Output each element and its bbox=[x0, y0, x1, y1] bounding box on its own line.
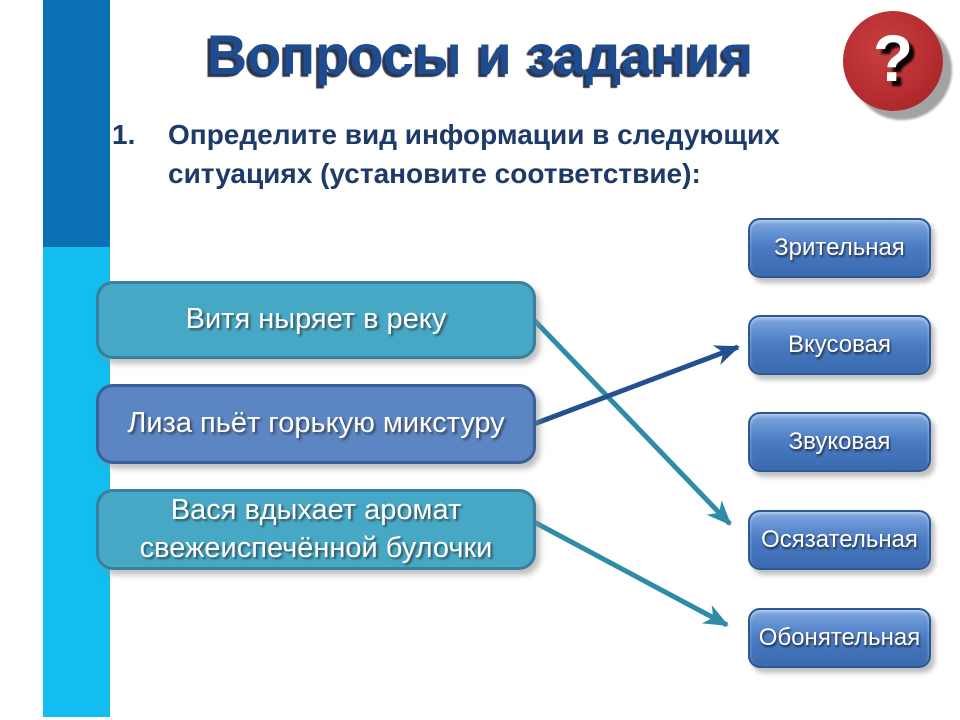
info-type-label: Вкусовая bbox=[788, 331, 891, 359]
sidebar-accent-top bbox=[43, 0, 110, 247]
info-type-label: Осязательная bbox=[761, 526, 918, 554]
situation-box-liza[interactable]: Лиза пьёт горькую микстуру bbox=[96, 384, 536, 464]
info-type-button-sound[interactable]: Звуковая bbox=[748, 412, 931, 472]
connection-arrow-3 bbox=[532, 519, 729, 628]
info-type-button-taste[interactable]: Вкусовая bbox=[748, 315, 931, 375]
info-type-button-smell[interactable]: Обонятельная bbox=[748, 608, 931, 668]
slide-title: Вопросы и задания bbox=[206, 23, 754, 86]
question-mark-icon: ? bbox=[843, 11, 943, 111]
info-type-button-tactile[interactable]: Осязательная bbox=[748, 510, 931, 570]
situation-box-vitya[interactable]: Витя ныряет в реку bbox=[96, 281, 536, 359]
info-type-button-visual[interactable]: Зрительная bbox=[748, 218, 931, 278]
connection-arrow-2 bbox=[533, 344, 740, 427]
task-text: Определите вид информации в следующих си… bbox=[168, 119, 780, 189]
situation-label: Витя ныряет в реку bbox=[185, 303, 447, 336]
info-type-label: Обонятельная bbox=[758, 624, 921, 652]
task-number: 1. bbox=[112, 119, 136, 150]
situation-box-vasya[interactable]: Вася вдыхает аромат свежеиспечённой було… bbox=[96, 489, 536, 570]
situation-label: Вася вдыхает аромат свежеиспечённой було… bbox=[139, 493, 493, 564]
question-mark-glyph: ? bbox=[872, 21, 914, 95]
info-type-label: Звуковая bbox=[788, 428, 891, 456]
connection-arrow-1 bbox=[532, 318, 732, 526]
info-type-label: Зрительная bbox=[774, 234, 905, 262]
task-item: 1. Определите вид информации в следующих… bbox=[112, 116, 872, 193]
situation-label: Лиза пьёт горькую микстуру bbox=[127, 407, 505, 440]
